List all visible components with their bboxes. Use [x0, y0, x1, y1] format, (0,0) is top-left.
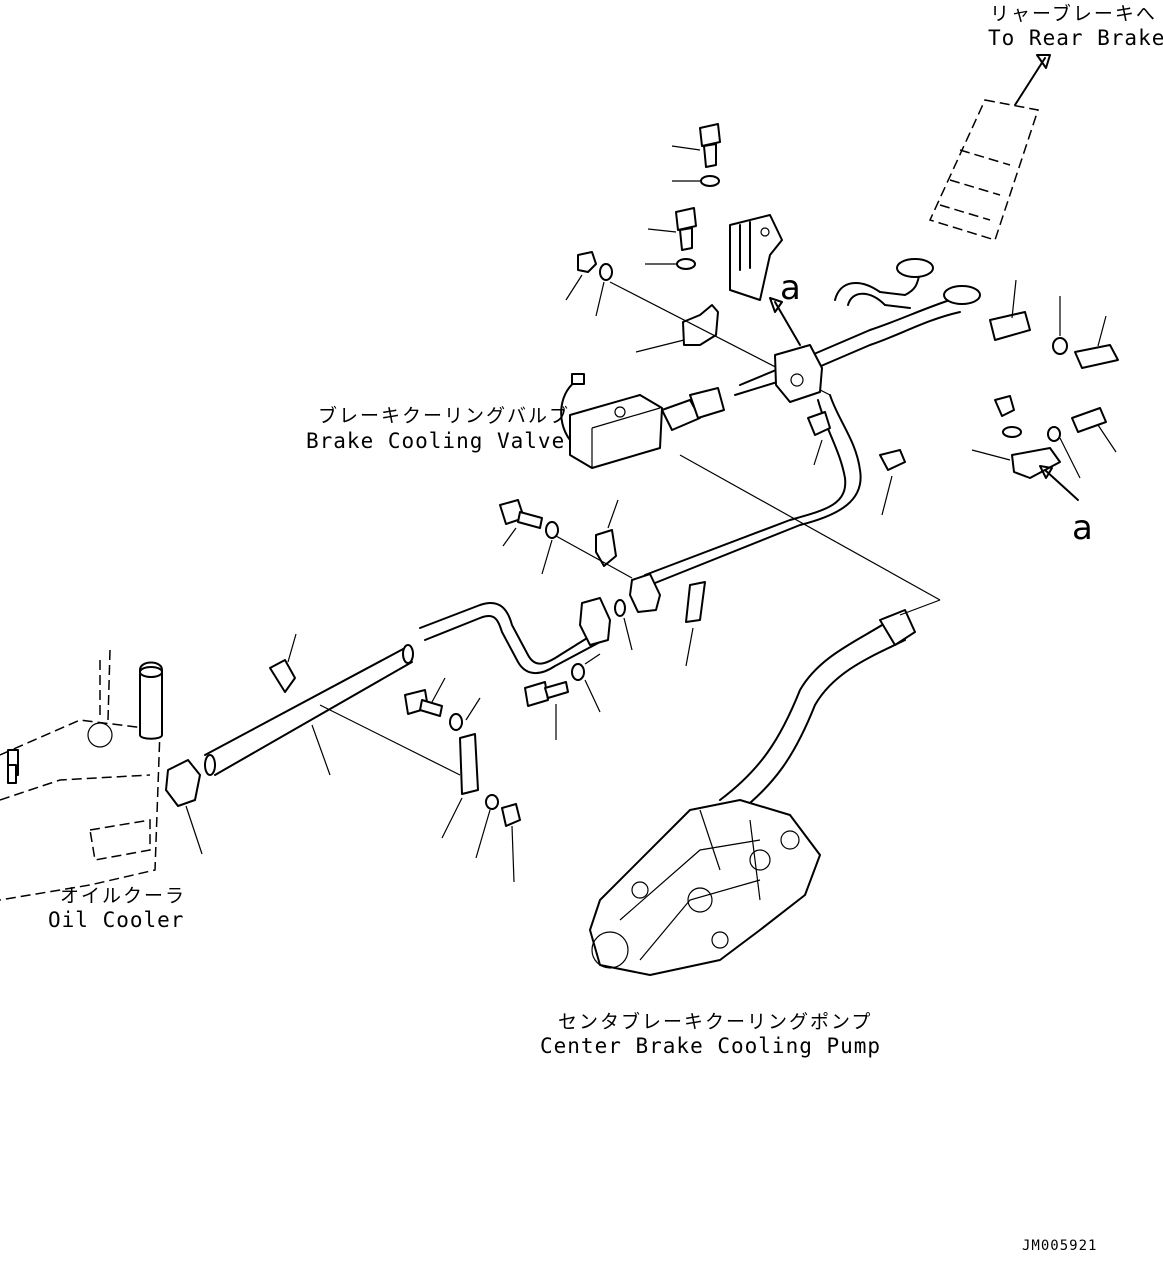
bolt-top-1 — [671, 123, 721, 168]
valve-label-en: Brake Cooling Valve — [306, 429, 566, 453]
pipe-clip-2 — [879, 449, 906, 516]
pump-hose — [719, 609, 916, 816]
upper-bracket — [729, 214, 783, 301]
nut-upper-left — [565, 251, 613, 317]
brake-cooling-valve — [560, 373, 941, 601]
rear-brake-hose — [928, 54, 1051, 241]
washer-top-2 — [645, 258, 696, 270]
pipe-clip-1 — [807, 411, 831, 466]
oil-cooler-label-en: Oil Cooler — [48, 908, 185, 932]
oil-cooler-tube — [204, 633, 461, 776]
rear-brake-label-en: To Rear Brake — [988, 26, 1163, 50]
clamp-bracket — [609, 281, 831, 396]
pump-label-ja: センタブレーキクーリングポンプ — [558, 1011, 873, 1033]
washer-top-1 — [672, 175, 720, 187]
detail-a-label-top: a — [780, 268, 801, 308]
oil-cooler — [0, 649, 203, 901]
rear-brake-label-ja: リャーブレーキへ — [990, 3, 1157, 25]
bolt-mid — [499, 499, 633, 579]
lower-clamp — [404, 677, 521, 883]
bolt-lower-mid — [524, 653, 601, 740]
center-brake-cooling-pump — [589, 599, 941, 976]
bolt-top-2 — [647, 207, 697, 251]
drawing-code: JM005921 — [1022, 1238, 1098, 1254]
detail-a-clamp — [971, 395, 1117, 501]
clamp-strap-mid — [685, 581, 706, 667]
fitting-right — [989, 279, 1119, 369]
valve-label-ja: ブレーキクーリングバルブ — [318, 405, 571, 427]
main-brake-tube — [644, 258, 981, 586]
detail-a-arrow-top — [769, 297, 801, 346]
pump-label-en: Center Brake Cooling Pump — [540, 1034, 882, 1058]
detail-a-label-right: a — [1072, 508, 1093, 548]
oil-cooler-label-ja: オイルクーラ — [60, 885, 187, 907]
lower-tube — [419, 573, 661, 674]
